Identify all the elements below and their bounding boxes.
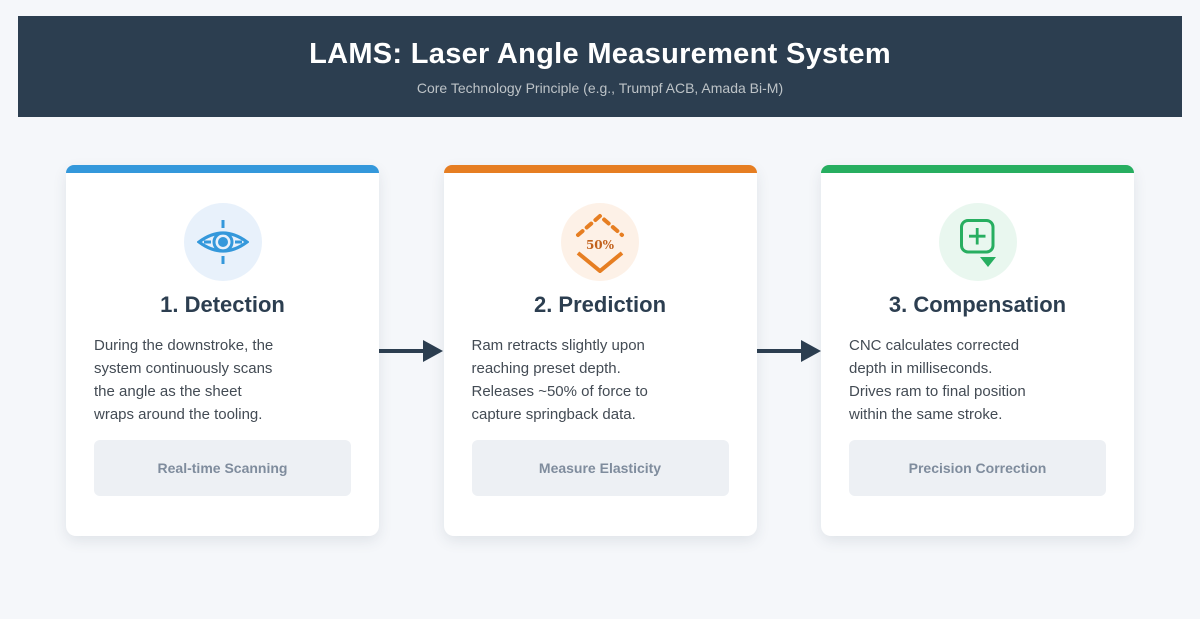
icon-50-percent-label: 50% [586, 238, 615, 252]
card-compensation: 3. Compensation CNC calculates corrected… [821, 165, 1134, 536]
arrow-line [379, 348, 424, 353]
card-title-compensation: 3. Compensation [888, 292, 1067, 317]
arrow-right-icon [423, 339, 444, 362]
page-subtitle: Core Technology Principle (e.g., Trumpf … [416, 79, 784, 96]
card-detection: 1. Detection During the downstroke, the … [66, 165, 379, 536]
card-accent-bar [821, 165, 1134, 173]
prediction-icon-circle: 50% [561, 203, 639, 281]
arrow-line [756, 348, 801, 353]
plus-square-correction-icon [959, 219, 996, 267]
card-body-detection: During the downstroke, the system contin… [94, 337, 274, 423]
card-accent-bar [66, 165, 379, 173]
springback-chevrons-icon: 50% [576, 213, 624, 273]
process-flow: 1. Detection During the downstroke, the … [66, 165, 1134, 536]
card-accent-bar [443, 165, 757, 173]
flow-arrow-2 [756, 339, 821, 362]
eye-target-icon [196, 220, 249, 264]
card-body-prediction: Ram retracts slightly upon reaching pres… [471, 337, 648, 423]
badge-real-time-scanning: Real-time Scanning [94, 440, 351, 496]
detection-icon-circle [183, 203, 262, 281]
compensation-icon-circle [938, 203, 1017, 281]
header-banner: LAMS: Laser Angle Measurement System Cor… [18, 16, 1182, 117]
arrow-right-icon [800, 339, 821, 362]
card-prediction: 50% 2. Prediction Ram retracts slightly … [443, 165, 757, 536]
badge-precision-correction: Precision Correction [849, 440, 1106, 496]
badge-measure-elasticity: Measure Elasticity [471, 440, 729, 496]
card-body-compensation: CNC calculates corrected depth in millis… [849, 337, 1026, 423]
flow-arrow-1 [379, 339, 444, 362]
page-title: LAMS: Laser Angle Measurement System [309, 37, 891, 70]
card-title-prediction: 2. Prediction [533, 292, 667, 317]
card-title-detection: 1. Detection [160, 292, 285, 317]
